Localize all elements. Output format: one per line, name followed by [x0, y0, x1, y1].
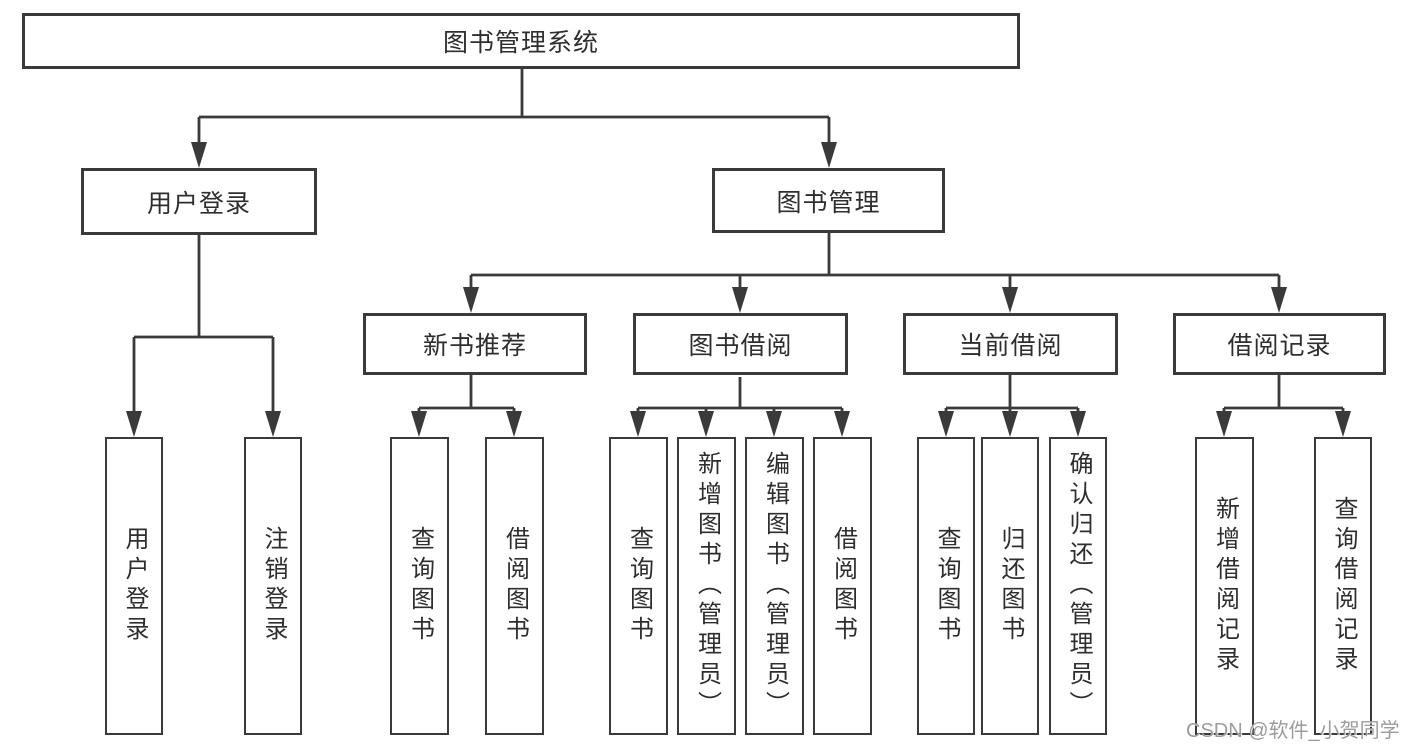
node-label: 借阅记录 [1227, 332, 1332, 360]
leaf-label: 查询图书 [406, 526, 434, 646]
leaf-label: 确认归还（管理员） [1065, 451, 1092, 721]
connector-user-login-group [132, 235, 275, 414]
node-book-management: 图书管理 [712, 168, 945, 233]
leaf-borrow-books: 借阅图书 [813, 437, 872, 735]
connector-book-mgmt-group [469, 233, 1281, 290]
leaf-return-book: 归还图书 [981, 437, 1039, 735]
leaf-label: 新增借阅记录 [1211, 496, 1239, 676]
csdn-watermark: CSDN @软件_小贺同学 [1186, 720, 1400, 742]
leaf-label: 查询图书 [933, 526, 960, 646]
node-user-login: 用户登录 [81, 168, 317, 235]
connector-level1 [197, 69, 831, 145]
leaf-query-books-recommend: 查询图书 [390, 437, 449, 735]
node-label: 图书借阅 [688, 332, 793, 360]
node-label: 用户登录 [146, 189, 251, 218]
leaf-label: 编辑图书（管理员） [761, 451, 789, 721]
leaf-edit-book-admin: 编辑图书（管理员） [745, 437, 804, 735]
node-label: 新书推荐 [422, 332, 527, 360]
leaf-label: 新增图书（管理员） [693, 451, 721, 721]
leaf-borrow-books-recommend: 借阅图书 [485, 437, 544, 735]
leaf-label: 借阅图书 [501, 526, 529, 646]
node-new-book-recommend: 新书推荐 [363, 313, 587, 375]
connector-new-book-rec-group [417, 375, 516, 416]
node-current-borrow: 当前借阅 [903, 313, 1118, 375]
connector-book-borrow-group [636, 377, 844, 416]
leaf-label: 借阅图书 [829, 526, 857, 646]
leaf-label: 查询借阅记录 [1330, 496, 1357, 676]
node-label: 图书管理 [776, 188, 881, 217]
leaf-logout: 注销登录 [244, 437, 302, 735]
leaf-label: 查询图书 [625, 526, 653, 646]
node-book-borrow: 图书借阅 [633, 313, 848, 375]
node-label: 图书管理系统 [442, 29, 599, 57]
leaf-add-book-admin: 新增图书（管理员） [677, 437, 736, 735]
leaf-label: 注销登录 [260, 526, 287, 646]
node-label: 当前借阅 [958, 332, 1063, 360]
connector-current-borrow-group [944, 375, 1080, 416]
node-root-system: 图书管理系统 [22, 13, 1020, 69]
connector-borrow-record-group [1222, 375, 1345, 416]
leaf-add-borrow-record: 新增借阅记录 [1195, 437, 1254, 735]
leaf-label: 用户登录 [121, 526, 148, 646]
leaf-confirm-return-admin: 确认归还（管理员） [1049, 437, 1107, 735]
leaf-user-login: 用户登录 [105, 437, 163, 735]
leaf-query-borrow-record: 查询借阅记录 [1314, 437, 1372, 735]
leaf-query-books-borrow: 查询图书 [609, 437, 668, 735]
leaf-query-books-current: 查询图书 [917, 437, 975, 735]
node-borrow-record: 借阅记录 [1173, 313, 1386, 375]
leaf-label: 归还图书 [997, 526, 1024, 646]
